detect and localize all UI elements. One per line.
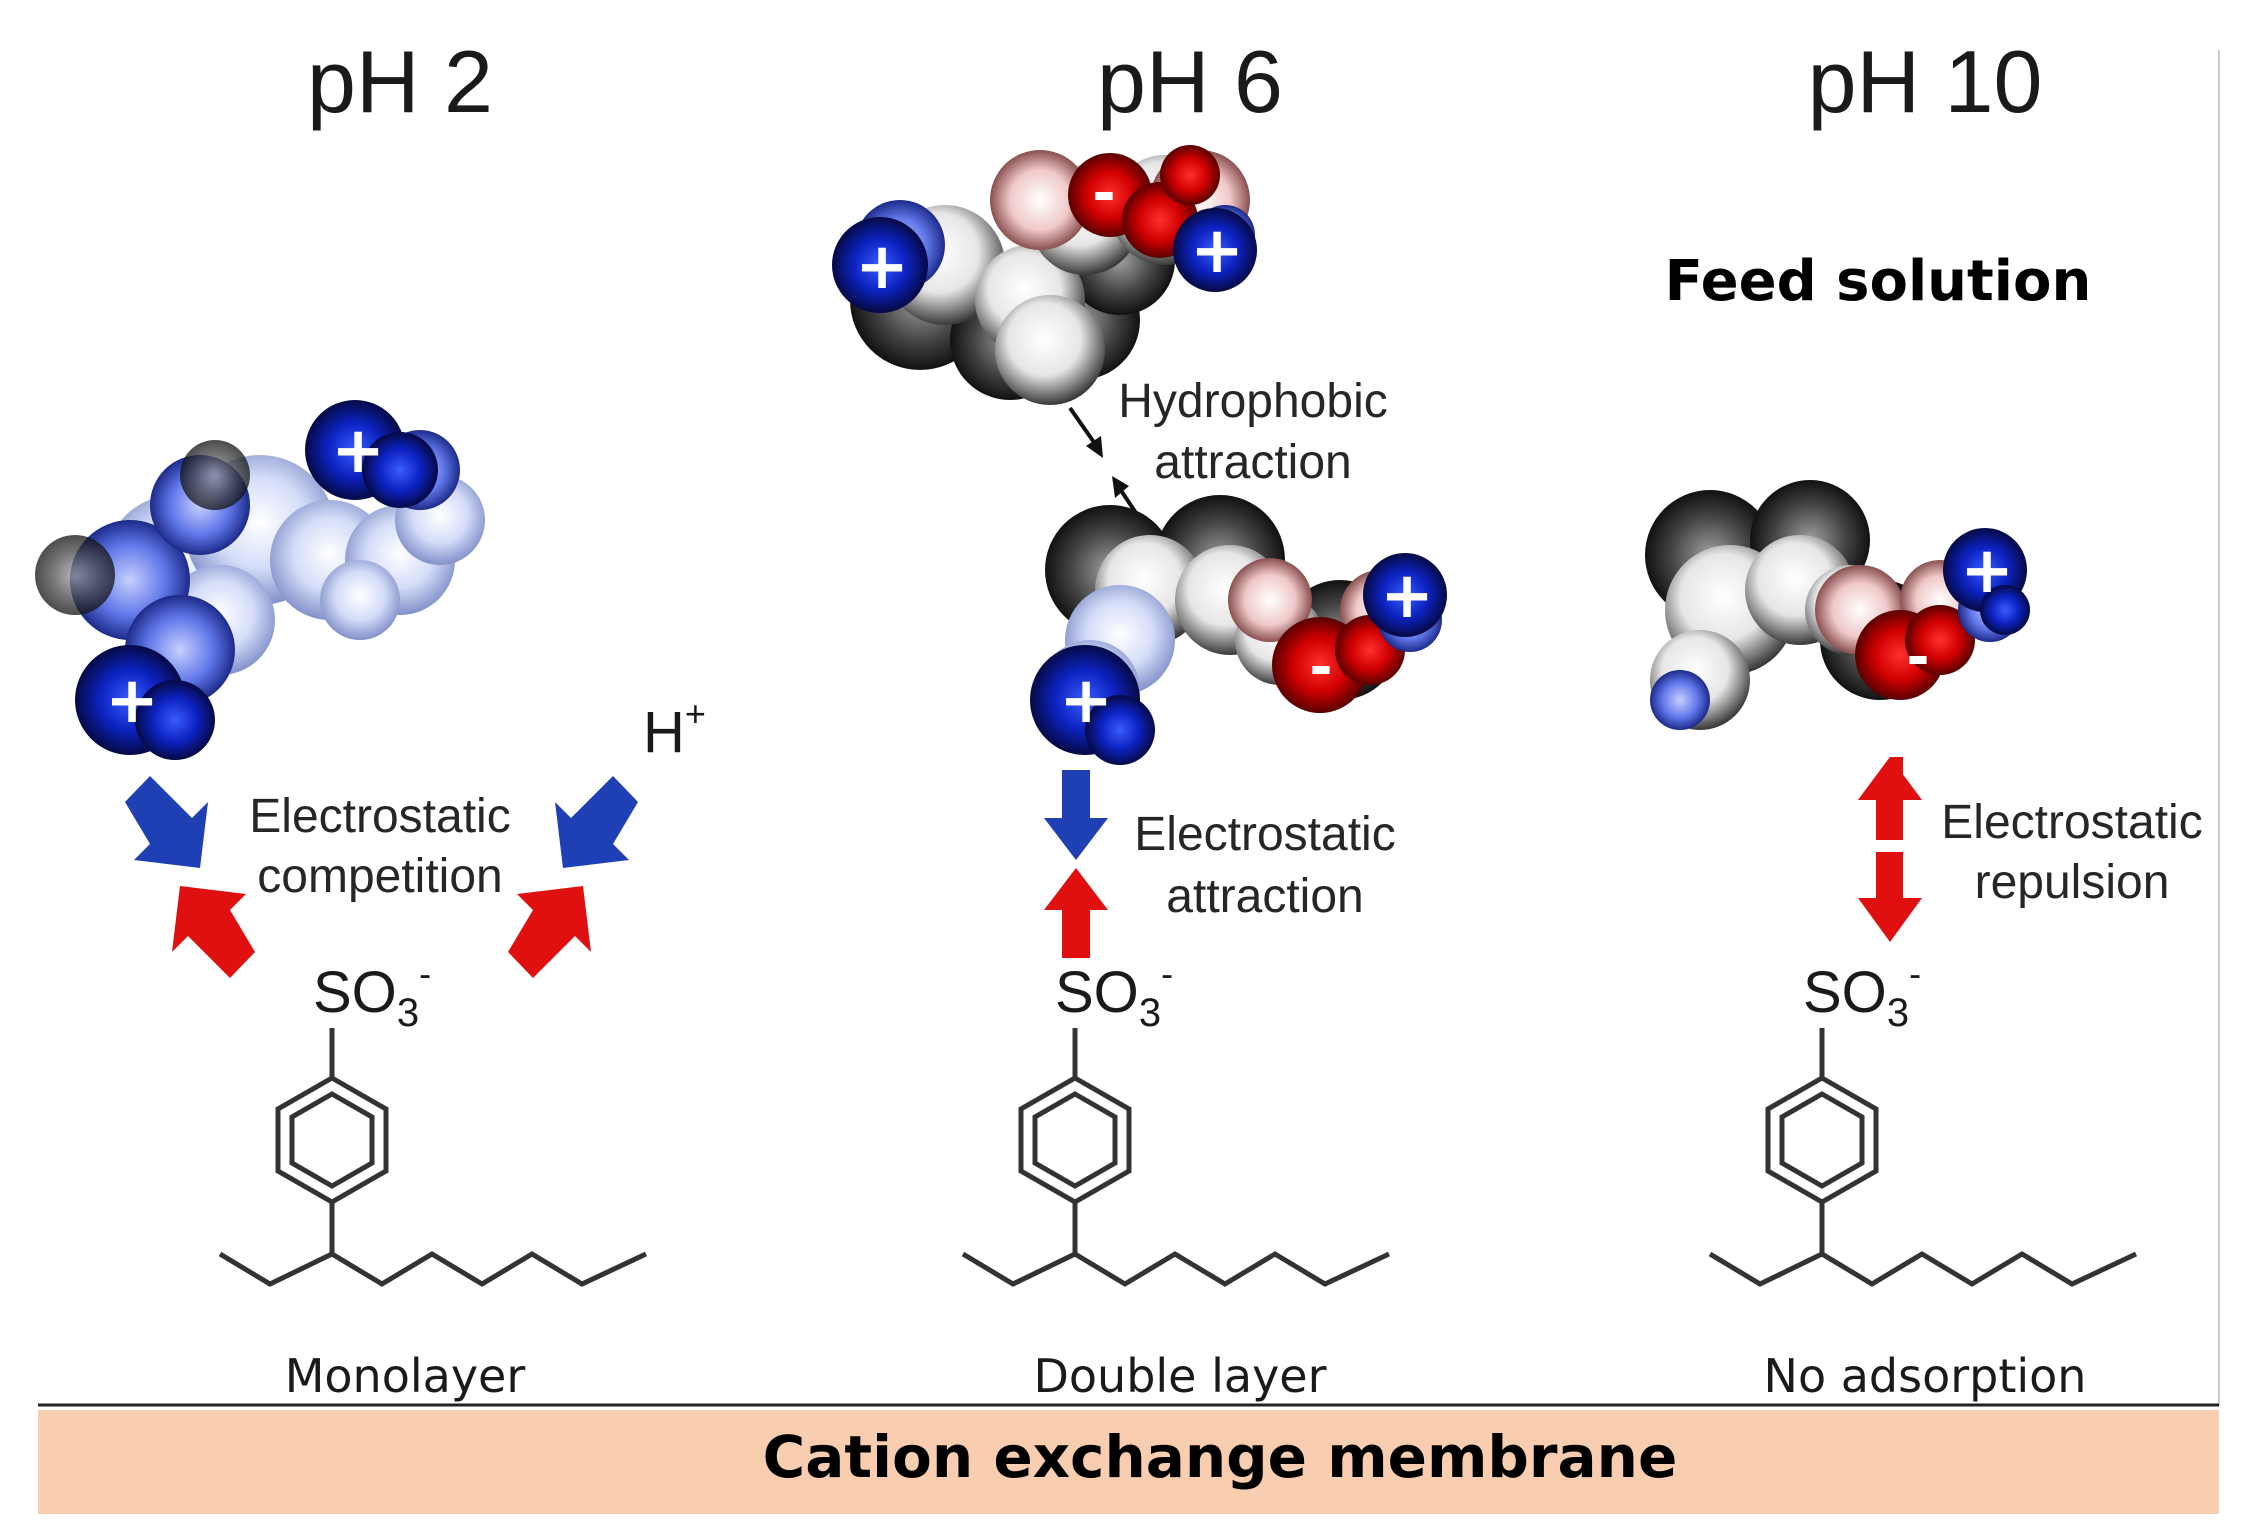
polymer-chain: [1708, 1251, 2138, 1287]
red-arrow-icon: [1858, 757, 1922, 840]
arrow-head-icon: [1086, 436, 1103, 458]
sulfonate-label: SO3-: [1055, 953, 1173, 1035]
arrows-ph6: [1044, 770, 1108, 958]
red-arrow-icon: [508, 886, 591, 978]
red-arrow-icon: [172, 886, 255, 978]
sulfonate-structure-ph10: SO3-: [1708, 953, 2138, 1287]
molecule-ph6-top: + + -: [832, 145, 1257, 405]
minus-sign: -: [1092, 161, 1115, 226]
arrows-ph10: [1858, 757, 1922, 942]
minus-sign: -: [1906, 625, 1929, 690]
sulfonate-label: SO3-: [1803, 953, 1921, 1035]
membrane-label: Cation exchange membrane: [763, 1423, 1678, 1491]
molecule-ph6-bottom: + + -: [1030, 495, 1447, 765]
minus-sign: -: [1309, 635, 1332, 700]
sulfonate-structure-ph6: SO3-: [961, 953, 1391, 1287]
interaction-label-line1: Electrostatic: [1134, 808, 1395, 861]
layer-caption-ph10: No adsorption: [1764, 1349, 2087, 1403]
blue-arrow-icon: [555, 776, 638, 868]
panel-title-ph10: pH 10: [1808, 32, 2043, 131]
interaction-label-line2: competition: [257, 850, 502, 903]
plus-sign: +: [1059, 664, 1113, 738]
panel-title-ph2: pH 2: [307, 32, 493, 131]
molecule-ph2: + +: [35, 400, 485, 760]
red-arrow-icon: [1044, 868, 1108, 958]
membrane-band: [38, 1410, 2219, 1514]
interaction-label-line2: attraction: [1166, 870, 1363, 923]
interaction-label-line1: Electrostatic: [1941, 796, 2202, 849]
interaction-label-line1: Electrostatic: [249, 790, 510, 843]
plus-sign: +: [855, 230, 909, 304]
blue-arrow-icon: [125, 776, 208, 868]
plus-sign: +: [1960, 534, 2014, 608]
plus-sign: +: [1190, 214, 1244, 288]
hydrogen-ion-label: H+: [643, 693, 706, 765]
polymer-chain: [961, 1251, 1391, 1287]
sulfonate-structure-ph2: SO3-: [218, 953, 648, 1287]
hydrophobic-label-line1: Hydrophobic: [1118, 375, 1387, 428]
plus-sign: +: [331, 414, 385, 488]
plus-sign: +: [1380, 559, 1434, 633]
interaction-label-line2: repulsion: [1975, 856, 2170, 909]
molecule-ph10: + -: [1645, 480, 2030, 730]
blue-arrow-icon: [1044, 770, 1108, 860]
hydrophobic-label-line2: attraction: [1154, 436, 1351, 489]
layer-caption-ph6: Double layer: [1033, 1349, 1326, 1403]
feed-solution-label: Feed solution: [1665, 249, 2092, 314]
sulfonate-label: SO3-: [313, 953, 431, 1035]
plus-sign: +: [105, 664, 159, 738]
polymer-chain: [218, 1251, 648, 1287]
arrows-ph2: [125, 776, 638, 978]
red-arrow-icon: [1858, 852, 1922, 942]
layer-caption-ph2: Monolayer: [285, 1349, 526, 1403]
arrow-head-icon: [1112, 476, 1129, 498]
panel-title-ph6: pH 6: [1097, 32, 1283, 131]
